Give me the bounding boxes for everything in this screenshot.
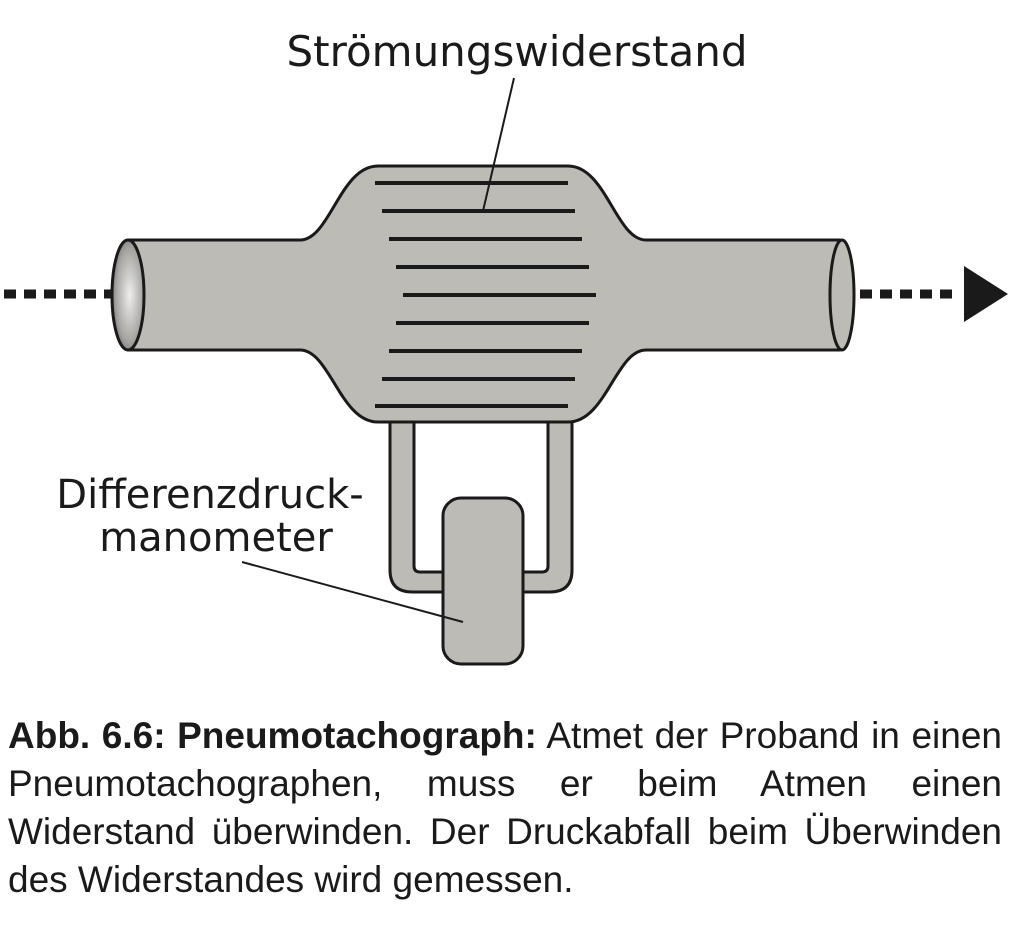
tube-inlet-opening	[110, 238, 146, 352]
resistance-leader-line	[482, 77, 515, 212]
tube-outlet-end	[828, 238, 856, 352]
manometer-label-line2: manometer	[99, 515, 333, 561]
resistance-lamellae	[375, 181, 596, 408]
manometer-leader-line	[241, 561, 464, 623]
manometer-box	[441, 496, 525, 666]
pneumotachograph-diagram: Strömungswiderstand Differenzdruck- mano…	[4, 27, 1008, 666]
figure-caption: Abb. 6.6: Pneumotachograph: Atmet der Pr…	[8, 712, 1002, 904]
manometer-label-line1: Differenzdruck-	[56, 472, 363, 518]
airflow-arrow-icon	[964, 266, 1008, 322]
caption-title: Abb. 6.6: Pneumotachograph:	[8, 715, 537, 756]
caption-text: Atmet der Proband in einen Pneumotachogr…	[8, 715, 1002, 900]
resistance-label: Strömungswiderstand	[286, 27, 747, 76]
